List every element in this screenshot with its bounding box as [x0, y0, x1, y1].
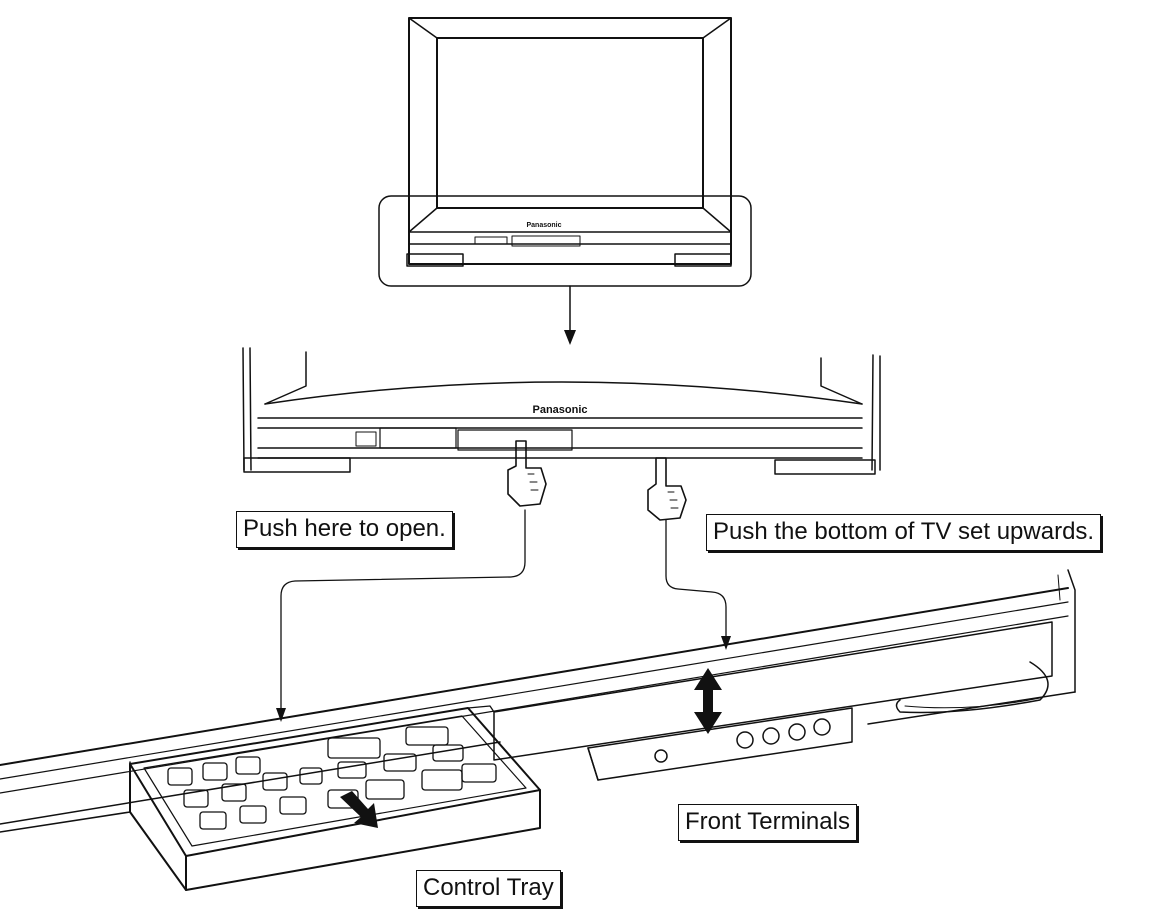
control-tray	[129, 705, 541, 891]
terminal-jack-icon	[762, 727, 780, 745]
tv-base-perspective	[0, 569, 1076, 833]
terminal-jack-icon	[813, 718, 831, 736]
hand-pointer-icon	[507, 440, 547, 507]
tray-buttons	[167, 726, 497, 830]
label-control-tray: Control Tray	[416, 870, 561, 907]
label-front-terminals: Front Terminals	[678, 804, 857, 841]
leader-arrow-to-terminals	[665, 519, 731, 650]
label-push-bottom-upwards: Push the bottom of TV set upwards.	[706, 514, 1102, 551]
zoom-highlight-box	[378, 195, 752, 287]
hand-pointer-icon	[647, 457, 687, 521]
leader-arrow-to-tray	[276, 509, 526, 722]
double-arrow-icon	[694, 668, 722, 734]
zoom-arrow	[564, 285, 576, 345]
tv-bottom-closeup: Panasonic	[242, 347, 881, 475]
tv-front-view: Panasonic	[406, 17, 732, 267]
pull-arrow-icon	[340, 791, 378, 828]
label-push-here-to-open: Push here to open.	[236, 511, 453, 548]
terminal-jack-icon	[654, 749, 668, 763]
terminal-jack-icon	[788, 723, 806, 741]
front-terminals-panel	[587, 707, 853, 781]
terminal-jack-icon	[736, 731, 754, 749]
tv-brand-small: Panasonic	[526, 222, 561, 229]
tv-brand-large: Panasonic	[532, 404, 587, 416]
